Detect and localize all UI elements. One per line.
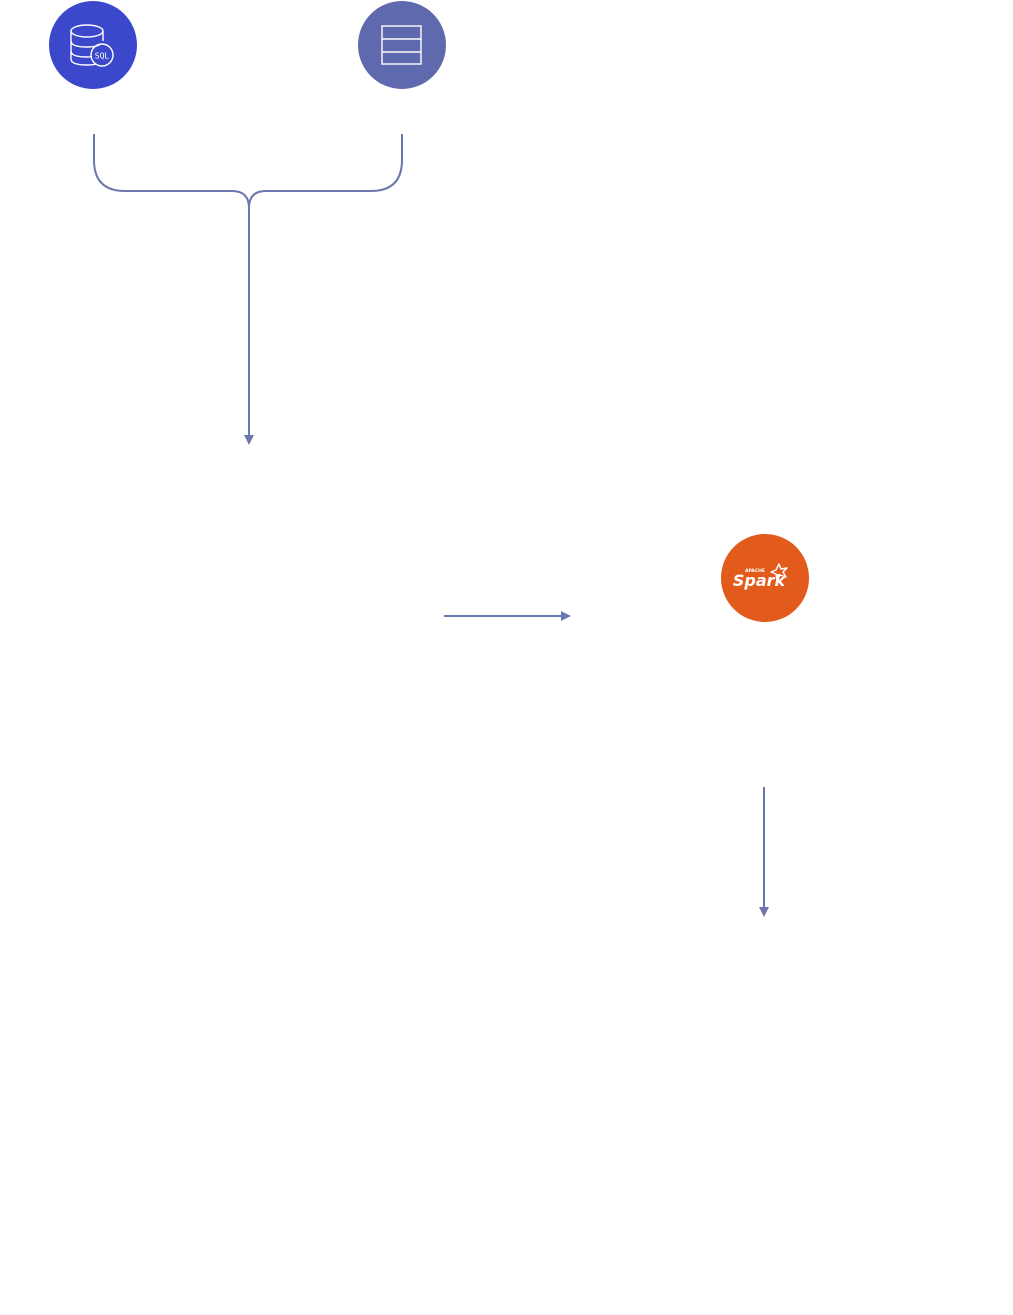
sql-database-icon: SQL bbox=[70, 24, 114, 67]
table-storage-node[interactable] bbox=[358, 1, 446, 89]
spark-label: Spark bbox=[733, 571, 787, 590]
spark-star-icon bbox=[770, 563, 788, 581]
apache-spark-node[interactable]: APACHE Spark bbox=[721, 534, 809, 622]
merge-bracket-connector bbox=[93, 134, 403, 209]
sql-database-node[interactable]: SQL bbox=[49, 1, 137, 89]
apache-spark-logo: APACHE Spark bbox=[733, 563, 788, 590]
spark-apache-label: APACHE bbox=[745, 568, 765, 574]
table-rows-icon bbox=[381, 25, 422, 65]
sql-label: SQL bbox=[95, 52, 110, 61]
